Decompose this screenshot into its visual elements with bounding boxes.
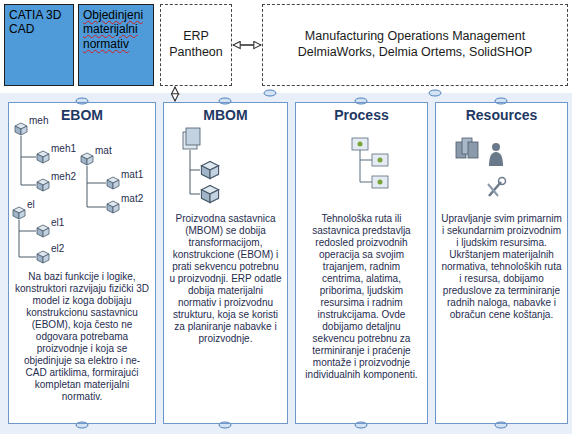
box-label: Manufacturing Operations Management [305, 29, 525, 45]
handle [219, 98, 231, 104]
panel-body: Proizvodna sastavnica (MBOM) se dobija t… [169, 213, 282, 345]
part-cube [15, 123, 27, 135]
flow-step [372, 154, 388, 166]
flow-dot [378, 158, 383, 163]
person-head [492, 143, 500, 151]
part-cube [37, 251, 49, 263]
stage-panel: EBOMNa bazi funkcije i logike, konstrukt… [8, 102, 156, 424]
part-cube [37, 179, 49, 191]
part-cube [13, 207, 25, 219]
tree-line [87, 166, 106, 207]
part-label: mat [95, 146, 112, 156]
box-label: DelmiaWorks, Delmia Ortems, SolidSHOP [298, 45, 533, 61]
flow-line [360, 150, 372, 182]
panel-body: Upravljanje svim primarnim i sekundarnim… [441, 213, 562, 321]
system-box: ERP Pantheon [160, 4, 232, 86]
handle [76, 98, 88, 104]
tree-line [19, 220, 36, 257]
part-cube [107, 177, 119, 189]
handle [355, 422, 367, 428]
panel-title: Process [296, 107, 427, 123]
part-label: el2 [51, 244, 64, 254]
panel-band [0, 93, 572, 434]
part-cube [37, 225, 49, 237]
double-arrow [233, 44, 261, 46]
document-icon [186, 128, 200, 145]
flow-dot [378, 180, 383, 185]
tree-line [21, 136, 36, 185]
part-cube [81, 153, 93, 165]
panel-body: Tehnološka ruta ili sastavnica predstavl… [301, 213, 422, 381]
part-cube [107, 201, 119, 213]
box-label: ERP Pantheon [167, 29, 225, 60]
box-label: Objedinjeni materijalni normativ [83, 8, 149, 51]
handle [76, 422, 88, 428]
handle [219, 422, 231, 428]
flow-step [352, 138, 368, 150]
wrench-icon [499, 178, 506, 185]
panel-ground [435, 102, 568, 424]
handle [495, 422, 507, 428]
tree-lines [19, 136, 106, 257]
stage-panel: ResourcesUpravljanje svim primarnim i se… [435, 102, 568, 424]
panel-body: Na bazi funkcije i logike, konstruktori … [14, 271, 150, 403]
handle [495, 98, 507, 104]
stage-panel: MBOM Proizvodna sastavnica (MBOM) se dobi… [163, 102, 288, 424]
stage-panel: ProcessTehnološka ruta ili sastavnica pr… [295, 102, 428, 424]
tree-line [190, 150, 200, 194]
handles [76, 90, 507, 428]
panel-title: MBOM [164, 107, 287, 123]
panel-ground [295, 102, 428, 424]
screwdriver-icon [488, 184, 498, 196]
handle [355, 98, 367, 104]
panel-ground [163, 102, 288, 424]
double-arrow [174, 87, 176, 101]
process-icon [352, 138, 388, 188]
flow-dot [358, 142, 363, 147]
part-cube [201, 185, 218, 202]
part-label: meh [29, 116, 48, 126]
server-icon [468, 142, 478, 158]
part-label: meh1 [51, 144, 76, 154]
flow-step [372, 176, 388, 188]
source-box: CATIA 3D CAD [4, 4, 74, 86]
handle [264, 90, 276, 96]
part-label: el [27, 200, 35, 210]
part-cube [201, 161, 218, 178]
system-box: Manufacturing Operations ManagementDelmi… [262, 4, 568, 86]
part-cube [37, 151, 49, 163]
source-box: Objedinjeni materijalni normativ [78, 4, 154, 86]
part-label: mat1 [121, 170, 143, 180]
handle [429, 90, 441, 96]
mbom-icon [183, 128, 219, 203]
panel-ground [8, 102, 156, 424]
person-body [489, 152, 503, 166]
part-label: mat2 [121, 194, 143, 204]
panel-title: Resources [436, 107, 567, 123]
part-label: meh2 [51, 172, 76, 182]
resources-icon [456, 138, 506, 196]
box-label: CATIA 3D CAD [9, 8, 69, 37]
part-label: el1 [51, 218, 64, 228]
